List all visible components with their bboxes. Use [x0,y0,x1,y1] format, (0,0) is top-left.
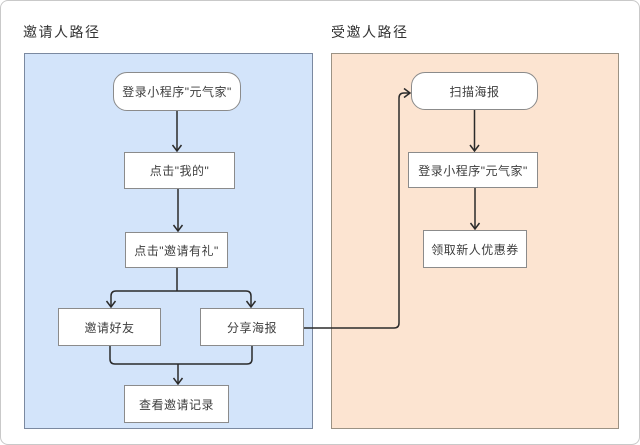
node-tap-invite-gift: 点击"邀请有礼" [125,232,228,268]
node-login-miniprogram-invitee: 登录小程序"元气家" [408,152,538,188]
node-scan-poster: 扫描海报 [411,72,538,110]
inviter-path-title: 邀请人路径 [23,24,101,40]
node-tap-my: 点击"我的" [124,152,235,189]
invitee-path-title: 受邀人路径 [331,24,409,40]
node-claim-new-user-coupon: 领取新人优惠券 [423,230,527,268]
node-invite-friends: 邀请好友 [58,308,161,346]
node-share-poster: 分享海报 [200,308,304,346]
node-view-invite-records: 查看邀请记录 [124,385,229,423]
node-login-miniprogram-inviter: 登录小程序"元气家" [113,72,241,111]
